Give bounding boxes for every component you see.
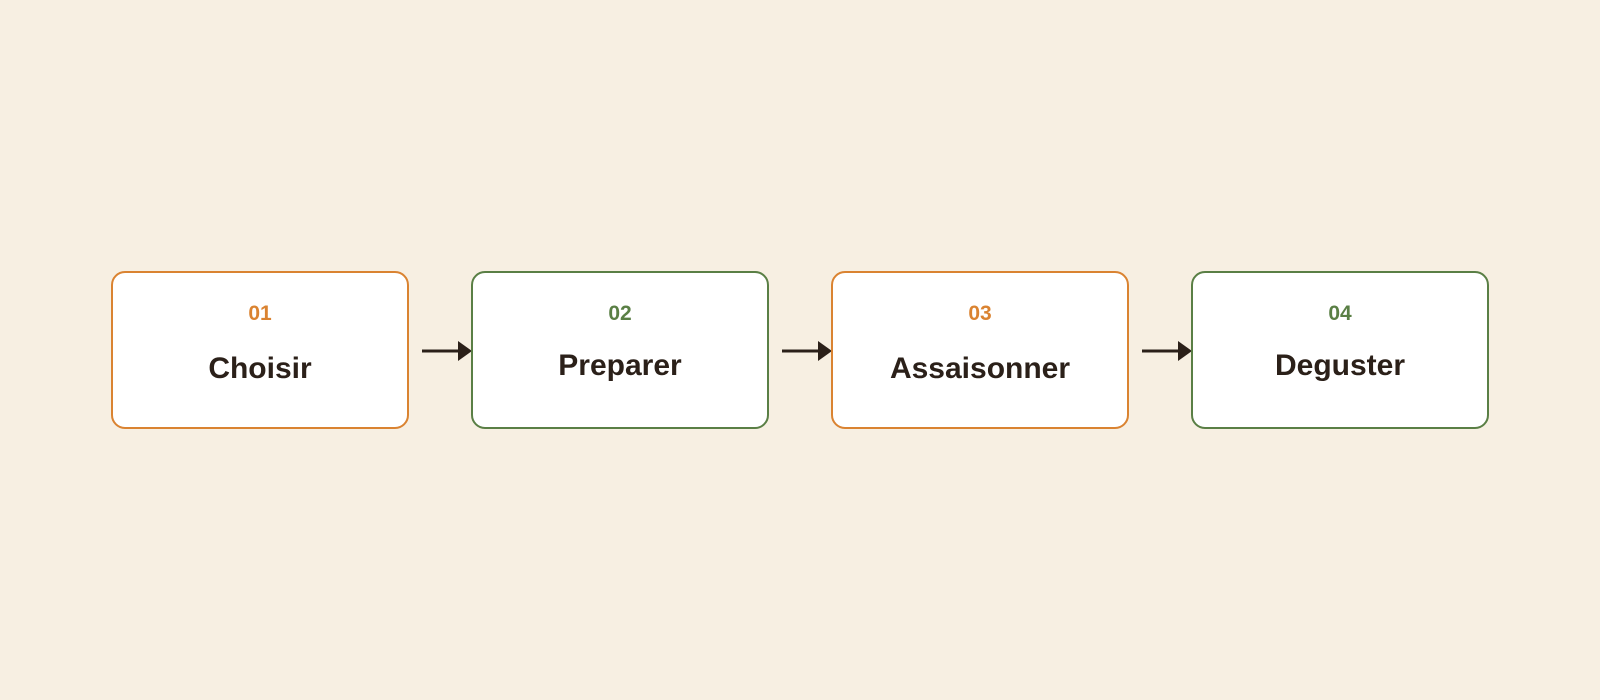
arrow-right-icon [422,341,472,361]
step-number: 02 [608,302,632,325]
arrow-head [818,341,832,361]
step-label: Preparer [558,349,682,382]
step-box-preparer: 02 Preparer [471,271,769,429]
step-label: Choisir [208,352,312,385]
arrow-head [458,341,472,361]
step-box-assaisonner: 03 Assaisonner [831,271,1129,429]
arrow-right-icon [1142,341,1192,361]
arrow-head [1178,341,1192,361]
step-number: 04 [1328,302,1352,325]
step-number: 01 [248,302,272,325]
step-label: Assaisonner [889,352,1071,385]
step-number: 03 [968,302,992,325]
step-box-choisir: 01 Choisir [111,271,409,429]
step-label: Deguster [1274,349,1406,382]
arrow-right-icon [782,341,832,361]
step-box-deguster: 04 Deguster [1191,271,1489,429]
